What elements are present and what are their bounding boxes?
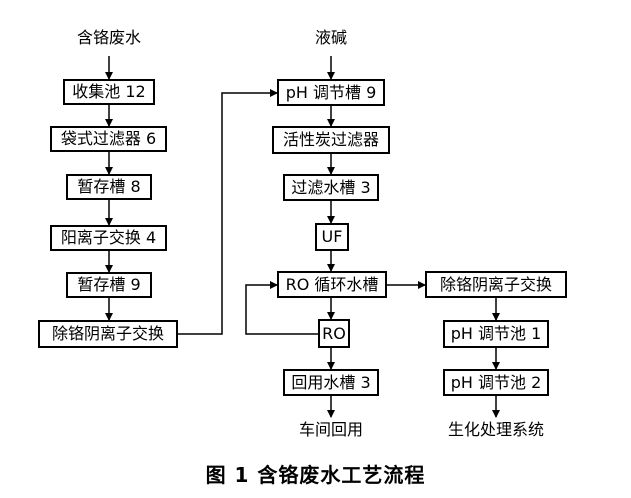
figure-caption: 图 1 含铬废水工艺流程	[205, 463, 426, 487]
ph-adjust-tank-9-box: pH 调节槽 9	[277, 79, 385, 106]
output-biochem-system-label: 生化处理系统	[447, 420, 545, 439]
output-workshop-reuse-label: 车间回用	[298, 420, 364, 439]
input-wastewater-label: 含铬废水	[76, 28, 142, 47]
input-alkali-label: 液碱	[314, 28, 348, 47]
uf-box: UF	[315, 223, 349, 251]
temp-tank-9-box: 暂存槽 9	[66, 272, 152, 298]
arrow-anion-to-ph9	[178, 89, 278, 335]
cr-anion-exchange-right-box: 除铬阴离子交换	[425, 271, 567, 298]
cr-anion-exchange-left-box: 除铬阴离子交换	[38, 320, 178, 348]
bag-filter-box: 袋式过滤器 6	[50, 126, 167, 152]
temp-tank-8-box: 暂存槽 8	[66, 174, 152, 200]
ro-box: RO	[318, 319, 350, 348]
activated-carbon-filter-box: 活性炭过滤器	[272, 126, 390, 154]
ph-adjust-pool-1-box: pH 调节池 1	[443, 320, 549, 348]
ro-circulation-tank-box: RO 循环水槽	[277, 271, 387, 298]
ph-adjust-pool-2-box: pH 调节池 2	[443, 369, 549, 396]
cation-exchange-box: 阳离子交换 4	[50, 225, 167, 251]
reuse-water-tank-3-box: 回用水槽 3	[283, 369, 379, 396]
collection-tank-box: 收集池 12	[63, 79, 155, 105]
arrow-ro-recycle	[245, 281, 318, 335]
filtered-water-tank-3-box: 过滤水槽 3	[283, 174, 379, 201]
